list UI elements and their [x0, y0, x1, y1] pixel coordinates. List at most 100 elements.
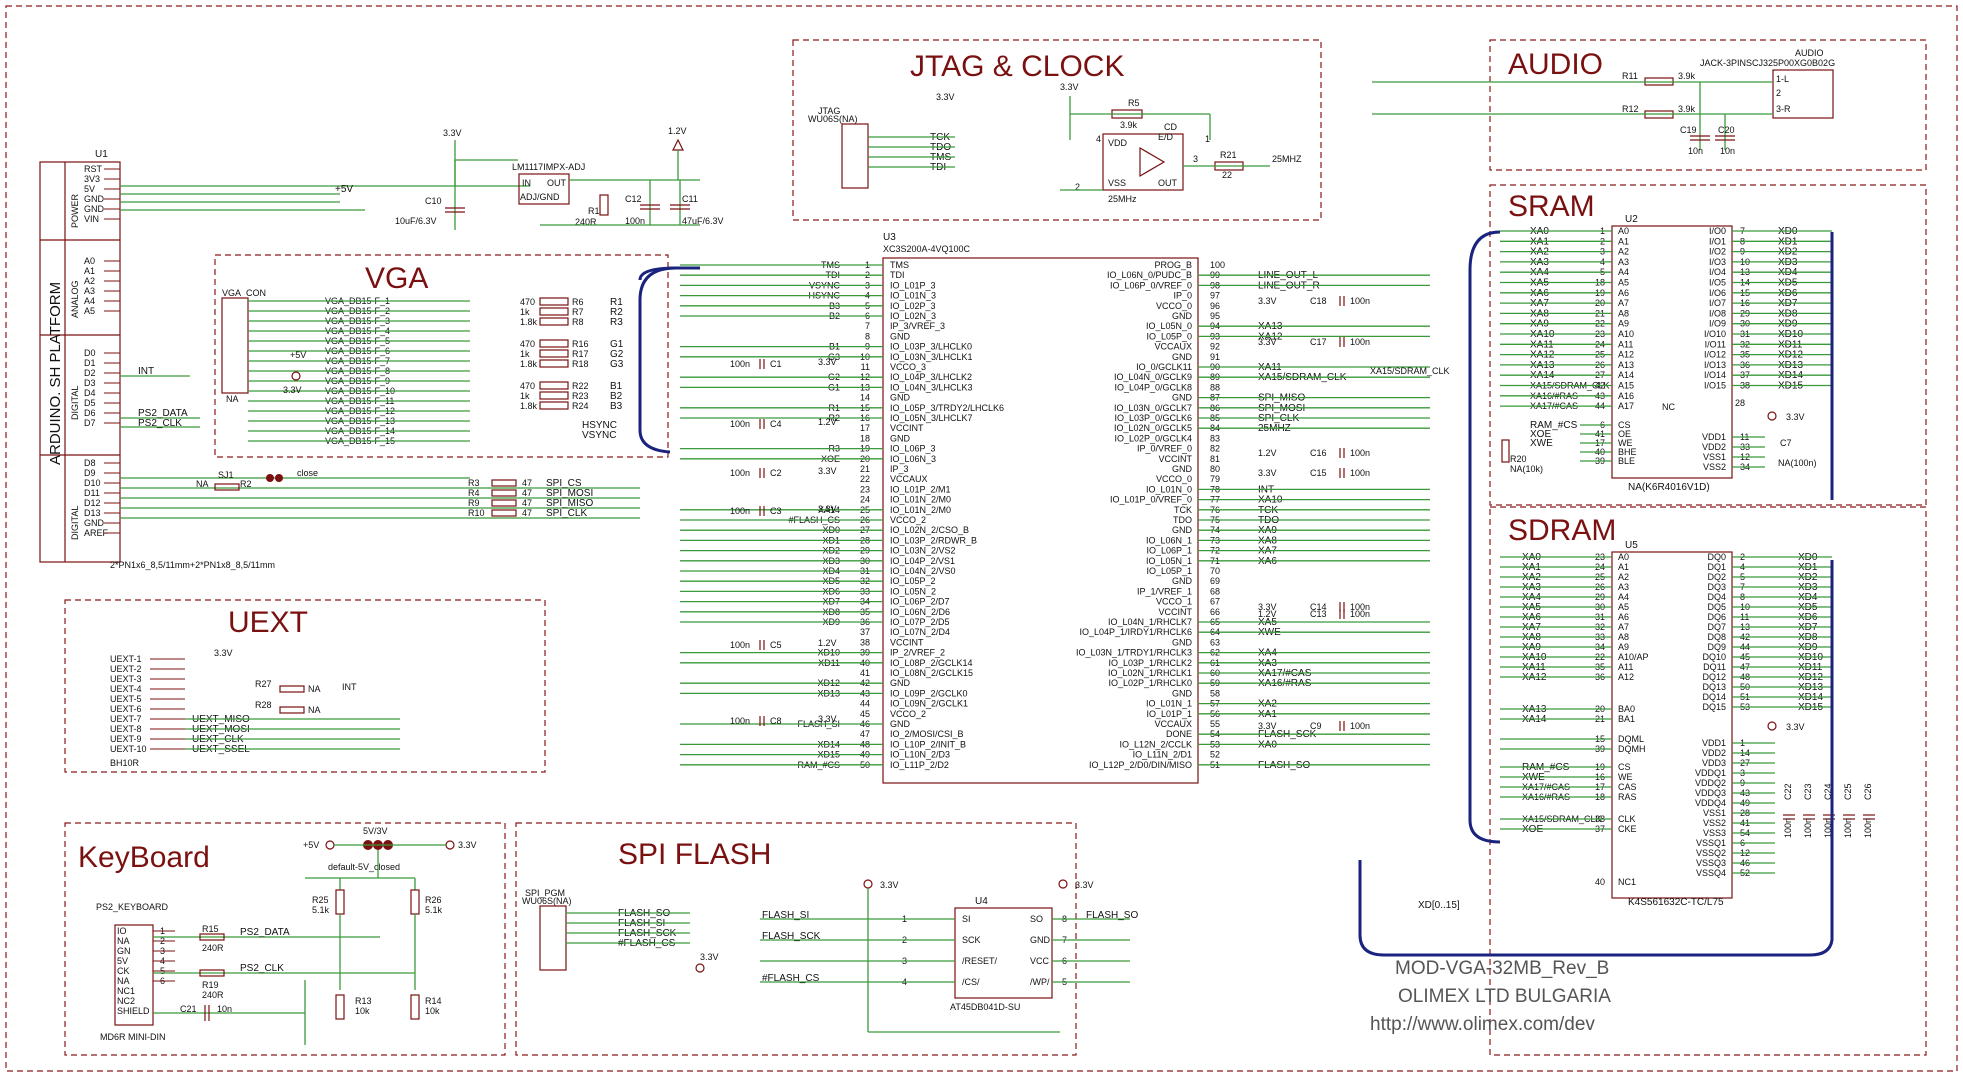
kb-net-data: PS2_DATA — [240, 927, 290, 938]
kb-net-clk: PS2_CLK — [240, 963, 284, 974]
u3-left-pin-name: IO_L06N_2/D6 — [890, 607, 950, 617]
uext-vcc33: 3.3V — [214, 648, 233, 658]
kb-vcc33: 3.3V — [458, 840, 477, 850]
u4-part: AT45DB041D-SU — [950, 1002, 1020, 1012]
u3-right-pin-num: 68 — [1210, 586, 1220, 596]
uext-pin-label: UEXT-1 — [110, 654, 142, 664]
u3-right-pin-name: GND — [1172, 688, 1193, 698]
u2-nc: NC — [1662, 402, 1675, 412]
u3-left-pin-name: IO_L04P_2/VS1 — [890, 556, 955, 566]
net-int-u1: INT — [138, 366, 154, 377]
vga-res-ref: R6 — [572, 297, 584, 307]
vga-res-ref: R16 — [572, 339, 589, 349]
jtag-clock-title: JTAG & CLOCK — [910, 50, 1124, 83]
u1-pin-label: VIN — [84, 214, 99, 224]
u5-pwr-name: VDDQ1 — [1695, 768, 1726, 778]
u3-right-pin-name: IO_L03N_1/TRDY1/RHCLK3 — [1076, 648, 1192, 658]
u2-pwr-name: VDD1 — [1702, 432, 1726, 442]
u3-right-pin-name: IP_0 — [1173, 291, 1192, 301]
u2-addr-name: A15 — [1618, 381, 1634, 391]
footer-url[interactable]: http://www.olimex.com/dev — [1370, 1014, 1595, 1035]
c11-ref: C11 — [682, 194, 698, 204]
u3-right-pin-name: IO_L01N_1 — [1146, 699, 1192, 709]
uext-pin-label: UEXT-7 — [110, 714, 142, 724]
u2-io-name: I/O11 — [1705, 339, 1726, 349]
u3-cap-ref: C14 — [1310, 602, 1327, 612]
u3-left-pin-num: 23 — [860, 484, 870, 494]
u3-right-pin-name: GND — [1172, 525, 1193, 535]
u5-pwr-name: VDDQ2 — [1695, 778, 1726, 788]
u3-cap-ref: C4 — [770, 419, 782, 429]
u1-pin-label: 5V — [84, 184, 95, 194]
audio-block: AUDIO JACK-3PINSCJ325P00XG0B02G 1-L 2 3-… — [1372, 48, 1835, 156]
u3-right-pin-num: 83 — [1210, 433, 1220, 443]
vga-res-net: B1 — [610, 381, 623, 392]
u1-pin-label: D0 — [84, 348, 96, 358]
u3-part: XC3S200A-4VQ100C — [883, 244, 971, 254]
keyboard-frame — [64, 822, 506, 1056]
u3-right-pin-name: IO_L04N_0/GCLK9 — [1114, 372, 1192, 382]
jtag-conn2: WU06S(NA) — [808, 114, 858, 124]
c12-ref: C12 — [625, 194, 642, 204]
u2-io-name: I/O2 — [1709, 247, 1726, 257]
r14-val: 10k — [425, 1006, 440, 1016]
r11-ref: R11 — [1622, 71, 1638, 81]
r1-val: 240R — [575, 217, 597, 227]
vga-res-val: 1k — [520, 307, 530, 317]
u3-left-pin-name: IO_L10N_2/D3 — [890, 750, 950, 760]
u2-io-name: I/O10 — [1704, 329, 1726, 339]
u5-dq-name: DQ7 — [1707, 622, 1726, 632]
kb-pin-label: 5V — [117, 956, 128, 966]
spi-res-ref: R3 — [468, 478, 480, 488]
r20-ref: R20 — [1510, 454, 1527, 464]
u1-signals: INT PS2_DATA PS2_CLK — [120, 366, 640, 519]
sj1-ref: SJ1 — [218, 470, 234, 480]
vga-con-ref: VGA_CON — [222, 288, 266, 298]
vga-res-ref: R8 — [572, 317, 584, 327]
u3-left-pin-name: IO_L07N_2/D4 — [890, 627, 950, 637]
u3-cap-volt: 3.3V — [818, 357, 837, 367]
u2-io-name: I/O9 — [1709, 319, 1726, 329]
u5-cap-val: 100n — [1843, 818, 1853, 838]
vga-resistor — [539, 381, 569, 390]
u5-left-name: A3 — [1618, 582, 1629, 592]
u3-right-pin-num: 96 — [1210, 301, 1220, 311]
u3-right-pin-name: IO_L04N_1/RHCLK7 — [1108, 617, 1192, 627]
u2-nc-pin: 28 — [1735, 398, 1745, 408]
audio-jack: JACK-3PINSCJ325P00XG0B02G — [1700, 58, 1835, 68]
power-regulator: +5V 3.3V 1.2V LM1117IMPX-ADJ IN OUT ADJ/… — [120, 126, 724, 230]
vga-frame — [214, 254, 669, 458]
u3-left-pin-name: IO_L01N_3 — [890, 291, 936, 301]
u3-cap-volt: 3.3V — [1258, 296, 1277, 306]
u3-left-pin-name: IO_L08N_2/GCLK15 — [890, 668, 973, 678]
sram-address-bus — [1468, 230, 1501, 844]
u3-left-pin-name: IO_L01N_2/M0 — [890, 495, 951, 505]
u3-cap-val: 100n — [730, 359, 750, 369]
u5-dq-name: DQ5 — [1707, 602, 1726, 612]
u5-left-name: A0 — [1618, 552, 1629, 562]
u5-dq-name: DQ4 — [1707, 592, 1726, 602]
osc-vss: VSS — [1108, 178, 1126, 188]
u3-right-pin-name: TCK — [1174, 505, 1192, 515]
u4-left-name: SI — [962, 914, 971, 924]
vga-res-net: G2 — [610, 349, 624, 360]
kb-pin-label: NA — [117, 976, 130, 986]
vga-res-net: G1 — [610, 339, 624, 350]
u2-pwr-name: VDD2 — [1702, 442, 1726, 452]
osc-ed: E/D — [1158, 132, 1174, 142]
u2-addr-name: A7 — [1618, 298, 1629, 308]
u3-left-pin-name: IO_L06P_3 — [890, 444, 936, 454]
u1-pin-label: D5 — [84, 398, 96, 408]
u4-vcc33-right: 3.3V — [1075, 880, 1094, 890]
u3-right-pin-num: 97 — [1210, 291, 1220, 301]
u1-pin-label: D7 — [84, 418, 96, 428]
u2-addr-name: A0 — [1618, 226, 1629, 236]
u2-addr-name: A17 — [1618, 401, 1634, 411]
u5-dq-name: DQ2 — [1707, 572, 1726, 582]
u3-left-pin-name: IO_L07P_2/D5 — [890, 617, 950, 627]
u3-cap-ref: C5 — [770, 640, 782, 650]
u2-addr-name: A6 — [1618, 288, 1629, 298]
kb-pin-label: NC1 — [117, 986, 135, 996]
